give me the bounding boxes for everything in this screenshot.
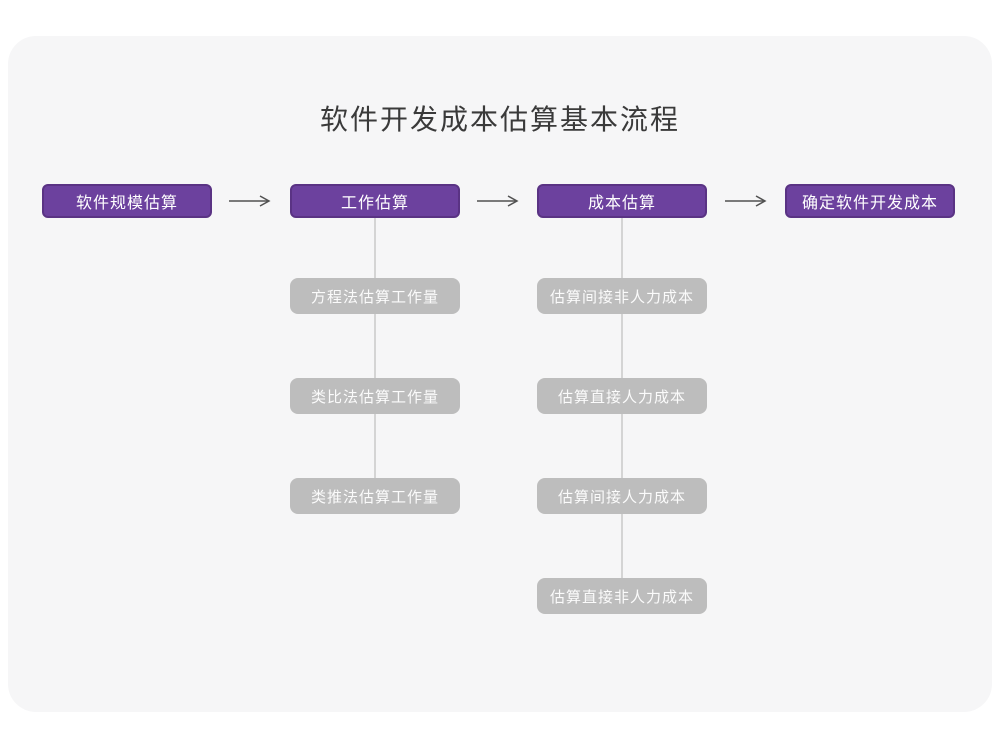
node-label: 估算间接非人力成本 bbox=[549, 288, 694, 306]
node-cost-estimation: 成本估算 bbox=[537, 184, 707, 218]
node-direct-labor-cost: 估算直接人力成本 bbox=[537, 378, 707, 414]
node-label: 软件规模估算 bbox=[75, 195, 178, 212]
node-label: 类推法估算工作量 bbox=[310, 488, 439, 506]
node-label: 成本估算 bbox=[587, 195, 656, 212]
node-direct-nonlabor-cost: 估算直接非人力成本 bbox=[537, 578, 707, 614]
right-arrow-icon bbox=[725, 195, 767, 207]
node-label: 估算间接人力成本 bbox=[557, 488, 686, 506]
node-label: 确定软件开发成本 bbox=[801, 195, 938, 212]
right-arrow-icon bbox=[477, 195, 519, 207]
node-indirect-nonlabor-cost: 估算间接非人力成本 bbox=[537, 278, 707, 314]
diagram-title: 软件开发成本估算基本流程 bbox=[319, 104, 680, 135]
node-software-scale-estimation: 软件规模估算 bbox=[42, 184, 212, 218]
node-label: 估算直接人力成本 bbox=[557, 388, 686, 406]
node-label: 估算直接非人力成本 bbox=[549, 588, 694, 606]
right-arrow-icon bbox=[229, 195, 271, 207]
node-label: 类比法估算工作量 bbox=[310, 388, 439, 406]
node-indirect-labor-cost: 估算间接人力成本 bbox=[537, 478, 707, 514]
node-analogy-method: 类比法估算工作量 bbox=[290, 378, 460, 414]
node-work-estimation: 工作估算 bbox=[290, 184, 460, 218]
node-equation-method: 方程法估算工作量 bbox=[290, 278, 460, 314]
node-label: 方程法估算工作量 bbox=[310, 288, 439, 306]
node-extrapolation-method: 类推法估算工作量 bbox=[290, 478, 460, 514]
canvas-card bbox=[8, 36, 992, 712]
connector-work-column bbox=[374, 218, 376, 496]
node-determine-dev-cost: 确定软件开发成本 bbox=[785, 184, 955, 218]
node-label: 工作估算 bbox=[340, 195, 409, 212]
